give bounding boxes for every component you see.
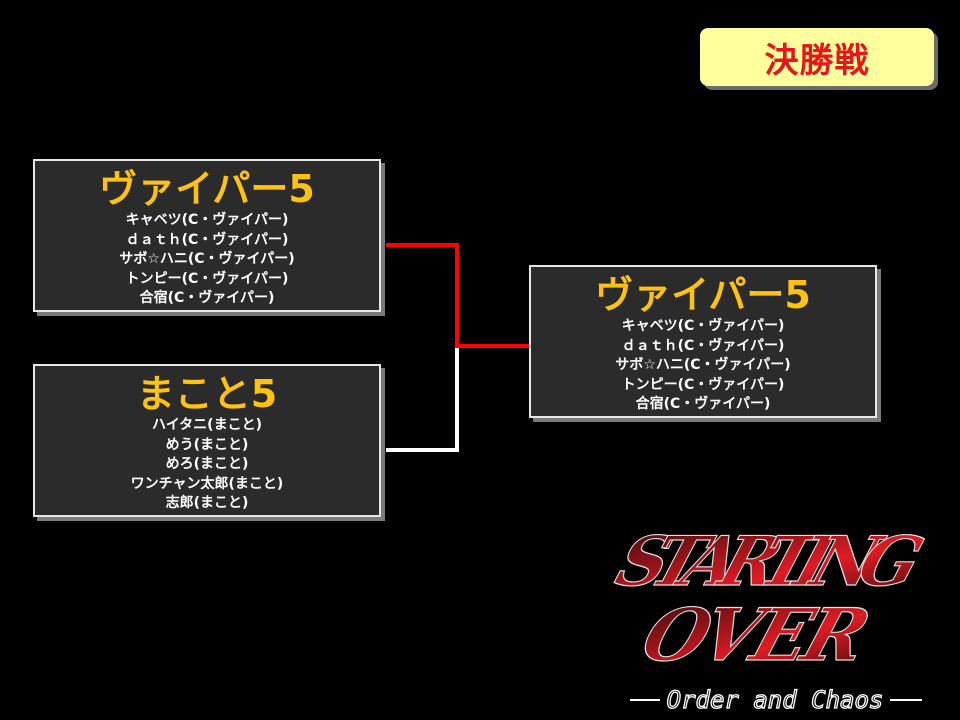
team-member: トンピー(C・ヴァイパー) bbox=[125, 270, 289, 287]
logo-title-line1: STARTING bbox=[607, 522, 933, 602]
team-member: サボ☆ハニ(C・ヴァイパー) bbox=[615, 357, 791, 373]
team-member: ハイタニ(まこと) bbox=[152, 417, 262, 433]
team-member: サボ☆ハニ(C・ヴァイパー) bbox=[119, 251, 295, 267]
winner-line-v bbox=[455, 243, 459, 348]
logo-subtitle: Order and Chaos bbox=[667, 686, 884, 714]
loser-line-v bbox=[455, 348, 459, 452]
winner-line-h1 bbox=[386, 243, 459, 247]
winner-line-h2 bbox=[455, 344, 529, 348]
team-name: ヴァイパー5 bbox=[99, 167, 315, 211]
loser-line-h bbox=[386, 448, 459, 452]
team-member: めろ(まこと) bbox=[165, 456, 249, 472]
logo-title-line2: OVER bbox=[632, 594, 879, 678]
team-name: ヴァイパー5 bbox=[595, 273, 811, 317]
starting-over-logo: STARTING OVER Order and Chaos bbox=[606, 521, 933, 715]
round-title: 決勝戦 bbox=[764, 40, 870, 81]
team-member: ワンチャン太郎(まこと) bbox=[130, 475, 284, 492]
team-member: キャベツ(C・ヴァイパー) bbox=[621, 318, 785, 334]
team-name: まこと5 bbox=[136, 372, 278, 416]
team-member: 合宿(C・ヴァイパー) bbox=[635, 396, 771, 412]
team-member: 合宿(C・ヴァイパー) bbox=[139, 290, 275, 306]
team-member: ｄａｔｈ(C・ヴァイパー) bbox=[125, 231, 289, 248]
team-member: ｄａｔｈ(C・ヴァイパー) bbox=[621, 337, 785, 354]
team-member: めう(まこと) bbox=[165, 436, 249, 453]
team-card-viper5: ヴァイパー5 キャベツ(C・ヴァイパー) ｄａｔｈ(C・ヴァイパー) サボ☆ハニ… bbox=[33, 159, 381, 312]
winner-card: ヴァイパー5 キャベツ(C・ヴァイパー) ｄａｔｈ(C・ヴァイパー) サボ☆ハニ… bbox=[529, 265, 877, 418]
team-member: 志郎(まこと) bbox=[165, 495, 249, 511]
team-member: キャベツ(C・ヴァイパー) bbox=[125, 212, 289, 228]
round-title-badge: 決勝戦 bbox=[700, 28, 934, 86]
team-card-makoto5: まこと5 ハイタニ(まこと) めう(まこと) めろ(まこと) ワンチャン太郎(ま… bbox=[33, 364, 381, 517]
team-member: トンピー(C・ヴァイパー) bbox=[621, 376, 785, 393]
